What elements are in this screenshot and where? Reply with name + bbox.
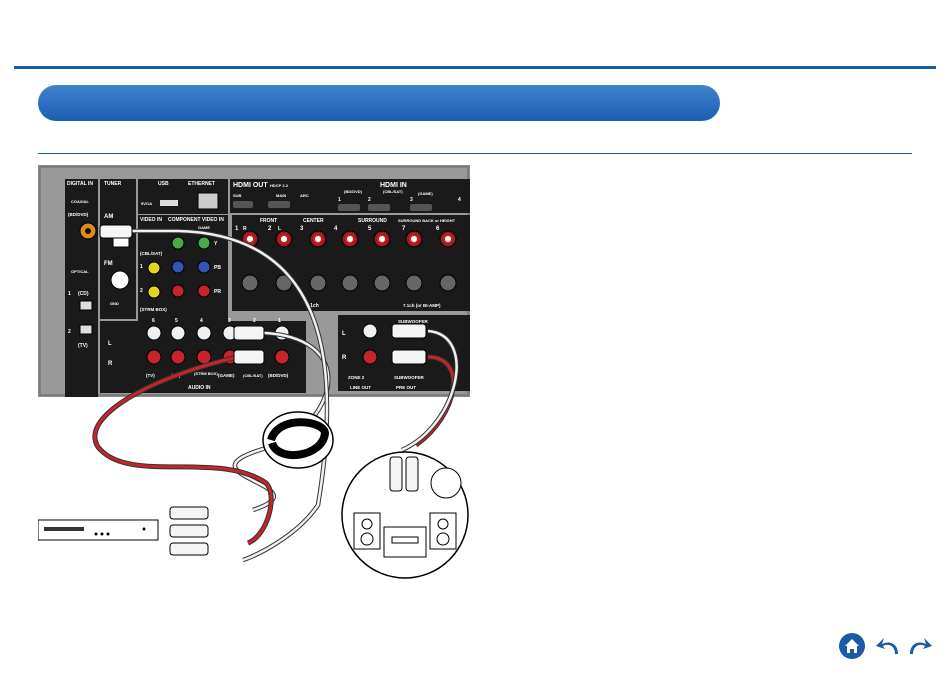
gnd-label: GND <box>110 301 119 306</box>
hdmi-main-label: MAIN <box>276 193 286 198</box>
ch-51-label: 5.1ch <box>306 303 319 309</box>
hdmi-in-2: 2 <box>368 197 371 203</box>
subwoofer-top-label: SUBWOOFER <box>398 319 428 324</box>
hdmi-in-1-source: (BD/DVD) <box>344 189 363 194</box>
audio-in-label: AUDIO IN <box>188 385 211 391</box>
bd-player-rca-plugs <box>169 506 209 556</box>
surround-back-label: SURROUND BACK or HEIGHT <box>398 218 456 223</box>
coax-source-label: (BD/DVD) <box>68 212 89 217</box>
spk-1: 1 <box>235 226 239 232</box>
audio-src-strm: (STRM BOX) <box>194 371 218 376</box>
component-pr-label: PR <box>214 289 221 295</box>
am-label: AM <box>104 214 113 220</box>
usb-label: USB <box>158 181 169 187</box>
subwoofer-bottom-label: SUBWOOFER <box>394 375 424 380</box>
component-game-label: GAME <box>198 225 210 230</box>
subwoofer-device <box>341 451 469 579</box>
usb-port[interactable] <box>160 200 178 206</box>
component-strm-label: (STRM BOX) <box>140 307 167 312</box>
fm-antenna-jack[interactable] <box>110 270 130 290</box>
audio-in-l-label: L <box>108 341 112 347</box>
bd-player-device <box>38 519 159 541</box>
audio-col-3: 3 <box>228 318 231 324</box>
zone2-r-label: R <box>342 355 347 361</box>
spk-front-l: L <box>278 226 281 232</box>
fm-label: FM <box>104 261 113 267</box>
component-y-label: Y <box>214 241 218 247</box>
component-1-label: 1 <box>140 264 143 270</box>
audio-in-r-label: R <box>108 361 113 367</box>
surround-label: SURROUND <box>358 218 387 224</box>
digital-in-label: DIGITAL IN <box>67 181 93 187</box>
usb-rating: 5V/1A <box>141 201 152 206</box>
hdmi-in-1: 1 <box>338 197 341 203</box>
receiver-rca-plugs <box>99 224 427 365</box>
audio-col-2: 2 <box>253 318 256 324</box>
optical-2-source: (TV) <box>78 343 88 349</box>
front-label: FRONT <box>260 218 277 224</box>
spk-3: 3 <box>300 226 304 232</box>
home-icon[interactable] <box>838 632 866 660</box>
forward-arrow-icon[interactable] <box>906 632 934 660</box>
audio-src-bd: (BD/DVD) <box>268 373 289 378</box>
audio-src-cbl: (CBL/SAT) <box>243 373 263 378</box>
connection-diagram: DIGITAL IN COAXIAL (BD/DVD) OPTICAL 1 (C… <box>38 165 470 579</box>
optical-1-jack[interactable] <box>79 300 93 311</box>
ch-71-label: 7.1ch (or BI-AMP) <box>403 303 441 308</box>
hdmi-arc-label: ARC <box>300 193 309 198</box>
cable-twist-icon <box>262 411 334 469</box>
optical-1-number: 1 <box>68 291 71 297</box>
component-video-label: COMPONENT VIDEO IN <box>168 217 224 223</box>
component-cbl-label: (CBL/SAT) <box>140 251 163 256</box>
hdmi-in-4: 4 <box>458 197 461 203</box>
center-label: CENTER <box>303 218 324 224</box>
spk-front-r: R <box>243 226 247 232</box>
zone2-l-label: L <box>342 331 346 337</box>
hdmi-block: HDMI OUT HDCP 2.2 SUB MAIN ARC HDMI IN 1… <box>230 179 470 213</box>
speaker-red-terminals <box>241 230 457 248</box>
spk-6: 6 <box>436 226 440 232</box>
component-pb-label: PB <box>214 265 221 271</box>
top-rule <box>14 66 936 69</box>
spk-5: 5 <box>368 226 372 232</box>
speaker-black-terminals <box>241 274 457 292</box>
tuner-block: TUNER AM FM <box>100 179 136 319</box>
spk-2: 2 <box>268 226 272 232</box>
audio-col-4: 4 <box>200 318 203 324</box>
section-title-bar <box>38 85 720 121</box>
ethernet-label: ETHERNET <box>188 181 215 187</box>
section-divider <box>38 153 912 154</box>
component-2-label: 2 <box>140 288 143 294</box>
audio-col-1: 1 <box>278 318 281 324</box>
cables <box>92 228 459 563</box>
pre-out-label: PRE OUT <box>396 385 416 390</box>
optical-2-number: 2 <box>68 329 71 335</box>
hdmi-in-2-source: (CBL/SAT) <box>383 189 403 194</box>
spk-4: 4 <box>334 226 338 232</box>
hdmi-out-sub: HDCP 2.2 <box>270 183 289 188</box>
audio-col-6: 6 <box>152 318 155 324</box>
speaker-terminals-block: FRONT CENTER SURROUND SURROUND BACK or H… <box>232 215 470 311</box>
optical-1-source: (CD) <box>78 291 89 297</box>
zone2-label: ZONE 2 <box>348 375 365 380</box>
ethernet-port[interactable] <box>197 192 219 210</box>
hdmi-in-3: 3 <box>410 197 413 203</box>
back-arrow-icon[interactable] <box>874 632 902 660</box>
tuner-label: TUNER <box>104 181 122 187</box>
hdmi-in-label: HDMI IN <box>380 182 407 189</box>
coaxial-label: COAXIAL <box>71 199 90 204</box>
line-out-label: LINE OUT <box>350 385 371 390</box>
hdmi-in-3-source: (GAME) <box>418 191 433 196</box>
video-in-label: VIDEO IN <box>140 217 162 223</box>
optical-2-jack[interactable] <box>79 324 93 335</box>
audio-src-tv: (TV) <box>146 373 155 378</box>
hdmi-out-label: HDMI OUT <box>233 182 268 189</box>
hdmi-sub-label: SUB <box>233 193 242 198</box>
spk-7: 7 <box>402 226 406 232</box>
audio-src-game: (GAME) <box>218 373 235 378</box>
audio-col-5: 5 <box>175 318 178 324</box>
optical-label: OPTICAL <box>71 269 89 274</box>
digital-in-block: DIGITAL IN COAXIAL (BD/DVD) OPTICAL 1 (C… <box>65 179 98 397</box>
usb-ethernet-block: USB 5V/1A ETHERNET <box>138 179 228 214</box>
